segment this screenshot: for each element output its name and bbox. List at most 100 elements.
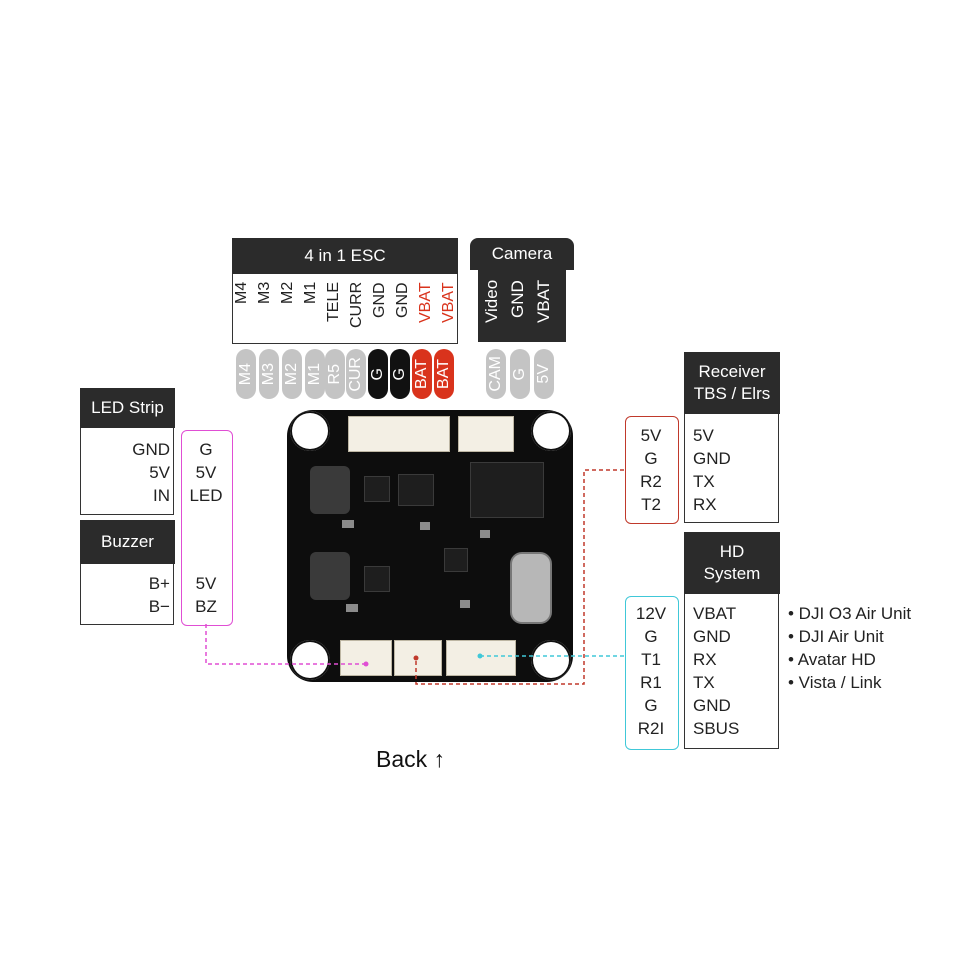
- led-strip-pin-5v: 5V: [149, 463, 170, 482]
- receiver-fc-pad-g: G: [644, 449, 658, 468]
- esc-pad-m1: M1: [305, 349, 325, 399]
- esc-pad-bat-1: BAT: [412, 349, 432, 399]
- smd-cap-5: [460, 600, 470, 608]
- fc-left-lower-pads: 5V BZ: [183, 572, 229, 618]
- receiver-pins: 5V GND TX RX: [693, 424, 731, 516]
- buzzer-pin-bplus: B+: [148, 574, 170, 593]
- hd-compatible-item: • DJI O3 Air Unit: [788, 604, 912, 623]
- esc-pad-bat-2: BAT: [434, 349, 454, 399]
- hd-compatible-list: • DJI O3 Air Unit • DJI Air Unit • Avata…: [788, 602, 911, 694]
- inductor-1: [310, 466, 350, 514]
- usb-c-port: [510, 552, 552, 624]
- fc-left-upper-pads: G 5V LED: [183, 438, 229, 507]
- fc-pad-5v: 5V: [195, 463, 217, 482]
- hd-fc-pad-g-1: G: [644, 627, 658, 646]
- led-strip-header: LED Strip: [80, 388, 175, 428]
- led-strip-pins: GND 5V IN: [90, 438, 170, 507]
- receiver-dashed-line: [415, 469, 624, 685]
- camera-pad-g: G: [510, 349, 530, 399]
- receiver-fc-pad-r2: R2: [640, 472, 662, 491]
- osd-chip: [398, 474, 434, 506]
- hd-fc-pad-g-2: G: [644, 696, 658, 715]
- esc-pin-label-panel: [232, 274, 458, 344]
- hd-compatible-item: • Avatar HD: [788, 650, 876, 669]
- receiver-title-line1: Receiver: [698, 362, 766, 381]
- buzzer-pins: B+ B−: [90, 572, 170, 618]
- esc-pad-g-1: G: [368, 349, 388, 399]
- buzzer-pin-box: [80, 564, 174, 625]
- receiver-fc-pad-5v: 5V: [640, 426, 662, 445]
- hd-system-pin-box: [684, 594, 779, 749]
- esc-pad-m4: M4: [236, 349, 256, 399]
- regulator-chip-3: [444, 548, 468, 572]
- mcu-chip: [470, 462, 544, 518]
- regulator-chip-2: [364, 566, 390, 592]
- led-strip-pin-box: [80, 428, 174, 515]
- hd-system-pin-gnd-2: GND: [693, 696, 731, 715]
- hd-dashed-line-dot: [477, 653, 483, 659]
- hd-fc-pad-box: [625, 596, 679, 750]
- buzzer-header: Buzzer: [80, 520, 175, 564]
- camera-header: Camera: [470, 238, 574, 270]
- led-connector: [340, 640, 392, 676]
- hd-compatible-item: • Vista / Link: [788, 673, 882, 692]
- esc-pad-g-2: G: [390, 349, 410, 399]
- hd-system-pin-rx: RX: [693, 650, 717, 669]
- esc-header: 4 in 1 ESC: [232, 238, 458, 274]
- hd-system-pin-sbus: SBUS: [693, 719, 740, 738]
- receiver-fc-pad-t2: T2: [641, 495, 661, 514]
- camera-pin-label-panel: [478, 270, 566, 342]
- camera-title: Camera: [491, 244, 553, 263]
- smd-cap-1: [342, 520, 354, 528]
- camera-pad-5v: 5V: [534, 349, 554, 399]
- led-dashed-line: [205, 624, 366, 665]
- hd-system-pin-tx: TX: [693, 673, 715, 692]
- receiver-pin-rx: RX: [693, 495, 717, 514]
- receiver-pin-gnd: GND: [693, 449, 731, 468]
- mount-hole-tl: [290, 411, 330, 451]
- back-caption: Back ↑: [376, 746, 446, 772]
- led-dashed-line-dot: [363, 661, 369, 667]
- esc-pad-cur: CUR: [346, 349, 366, 399]
- esc-pad-r5: R5: [325, 349, 345, 399]
- buzzer-title: Buzzer: [101, 532, 154, 551]
- receiver-fc-pad-box: [625, 416, 679, 524]
- esc-connector: [348, 416, 450, 452]
- receiver-dashed-line-dot: [413, 655, 419, 661]
- mount-hole-br: [531, 640, 571, 680]
- receiver-connector: [394, 640, 442, 676]
- hd-fc-pads: 12V G T1 R1 G R2I: [627, 602, 675, 740]
- hd-fc-pad-t1: T1: [641, 650, 661, 669]
- inductor-2: [310, 552, 350, 600]
- board-body: [287, 410, 573, 682]
- receiver-fc-pads: 5V G R2 T2: [627, 424, 675, 516]
- led-strip-pin-gnd: GND: [132, 440, 170, 459]
- esc-pad-m2: M2: [282, 349, 302, 399]
- hd-system-title-line2: System: [703, 564, 761, 583]
- hd-system-pin-gnd-1: GND: [693, 627, 731, 646]
- led-strip-title: LED Strip: [91, 398, 164, 417]
- camera-pad-cam: CAM: [486, 349, 506, 399]
- hd-system-header: HD System: [684, 532, 780, 594]
- hd-system-pins: VBAT GND RX TX GND SBUS: [693, 602, 739, 740]
- hd-fc-pad-r2i: R2I: [637, 719, 665, 738]
- mount-hole-bl: [290, 640, 330, 680]
- camera-connector: [458, 416, 514, 452]
- led-strip-pin-in: IN: [153, 486, 170, 505]
- hd-fc-pad-r1: R1: [640, 673, 662, 692]
- smd-cap-2: [346, 604, 358, 612]
- hd-fc-pad-12v: 12V: [635, 604, 667, 623]
- fc-left-pad-box: [181, 430, 233, 626]
- receiver-pin-5v: 5V: [693, 426, 714, 445]
- smd-cap-4: [480, 530, 490, 538]
- fc-pad-buzzer-5v: 5V: [195, 574, 217, 593]
- esc-title: 4 in 1 ESC: [304, 246, 386, 265]
- fc-pad-led: LED: [189, 486, 223, 505]
- smd-cap-3: [420, 522, 430, 530]
- mount-hole-tr: [531, 411, 571, 451]
- receiver-header: Receiver TBS / Elrs: [684, 352, 780, 414]
- receiver-pin-tx: TX: [693, 472, 715, 491]
- regulator-chip-1: [364, 476, 390, 502]
- hd-system-title-line1: HD: [719, 542, 745, 561]
